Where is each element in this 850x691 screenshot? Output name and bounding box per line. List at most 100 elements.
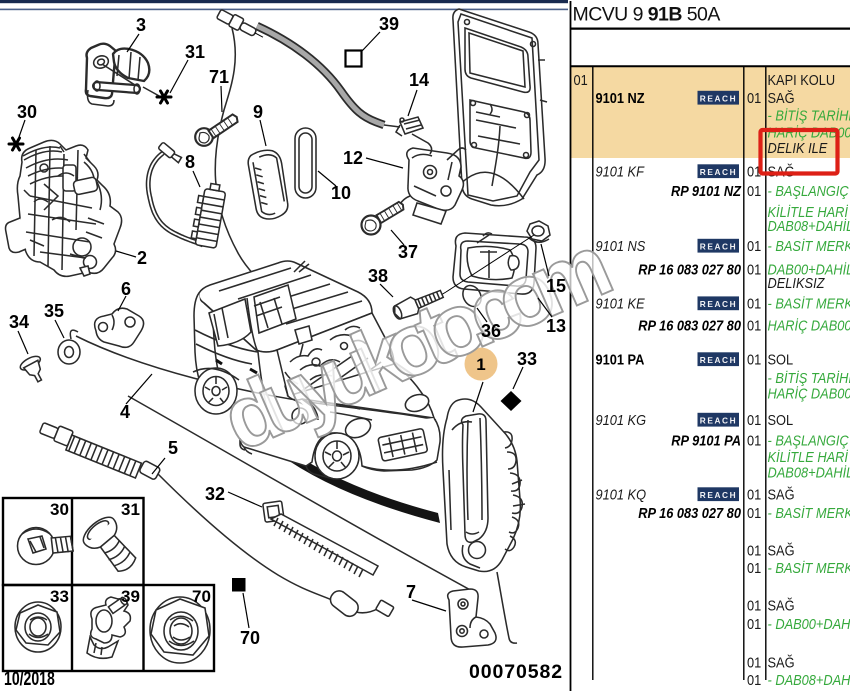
svg-text:SAĞ: SAĞ [768, 163, 795, 180]
svg-text:34: 34 [9, 312, 29, 332]
svg-text:REACH: REACH [700, 167, 738, 177]
svg-text:15: 15 [546, 276, 566, 296]
svg-text:DELIKSIZ: DELIKSIZ [768, 274, 825, 291]
svg-text:REACH: REACH [700, 241, 738, 251]
svg-text:9101 KQ: 9101 KQ [596, 486, 647, 503]
svg-text:4: 4 [120, 402, 130, 422]
svg-text:SAĞ: SAĞ [768, 654, 795, 671]
svg-text:01: 01 [747, 351, 761, 368]
svg-text:01: 01 [747, 411, 761, 428]
svg-text:39: 39 [121, 587, 140, 606]
svg-text:00070582: 00070582 [469, 661, 563, 683]
svg-text:9101 KG: 9101 KG [596, 411, 647, 428]
svg-text:SOL: SOL [768, 411, 794, 428]
svg-text:2: 2 [137, 248, 147, 268]
svg-text:RP 9101 PA: RP 9101 PA [671, 432, 741, 449]
svg-text:REACH: REACH [700, 93, 738, 103]
svg-text:01: 01 [747, 504, 761, 521]
svg-text:- BASİT MERK: - BASİT MERK [768, 237, 850, 254]
svg-text:01: 01 [747, 654, 761, 671]
svg-text:KİLİTLE HARİ: KİLİTLE HARİ [768, 448, 849, 465]
svg-text:6: 6 [121, 279, 131, 299]
svg-text:01: 01 [747, 486, 761, 503]
svg-text:38: 38 [368, 266, 388, 286]
svg-text:31: 31 [185, 42, 205, 62]
svg-text:RP 16 083 027 80: RP 16 083 027 80 [638, 317, 741, 334]
svg-text:REACH: REACH [700, 415, 738, 425]
svg-text:RP 16 083 027 80: RP 16 083 027 80 [638, 261, 741, 278]
svg-text:37: 37 [398, 242, 418, 262]
svg-text:33: 33 [50, 587, 69, 606]
svg-text:3: 3 [136, 15, 146, 35]
svg-text:SAĞ: SAĞ [768, 486, 795, 503]
svg-text:- DAB08+DAHİL: - DAB08+DAHİL [768, 671, 850, 688]
svg-text:35: 35 [44, 301, 64, 321]
svg-text:01: 01 [747, 182, 761, 199]
svg-text:SOL: SOL [768, 351, 794, 368]
svg-text:39: 39 [379, 14, 399, 34]
svg-text:- BAŞLANGIÇ: - BAŞLANGIÇ [768, 432, 850, 449]
svg-text:01: 01 [747, 89, 761, 106]
svg-text:- BASİT MERK: - BASİT MERK [768, 504, 850, 521]
svg-text:9101 KE: 9101 KE [596, 295, 646, 312]
svg-text:01: 01 [747, 597, 761, 614]
svg-text:SAĞ: SAĞ [768, 542, 795, 559]
svg-text:01: 01 [747, 542, 761, 559]
svg-text:- DAB00+DAHİL: - DAB00+DAHİL [768, 615, 850, 632]
svg-text:KİLİTLE HARİ: KİLİTLE HARİ [768, 203, 849, 220]
svg-text:01: 01 [747, 163, 761, 180]
svg-text:70: 70 [240, 628, 260, 648]
svg-text:10: 10 [331, 183, 351, 203]
svg-text:1: 1 [476, 355, 485, 374]
svg-text:01: 01 [574, 71, 588, 88]
svg-text:DELIK ILE: DELIK ILE [768, 139, 828, 156]
svg-text:KAPI KOLU: KAPI KOLU [768, 71, 836, 88]
svg-text:HARİÇ DAB00: HARİÇ DAB00 [768, 317, 850, 334]
svg-text:RP 16 083 027 80: RP 16 083 027 80 [638, 504, 741, 521]
svg-text:36: 36 [481, 321, 501, 341]
svg-text:01: 01 [747, 615, 761, 632]
svg-text:01: 01 [747, 261, 761, 278]
svg-text:7: 7 [406, 582, 416, 602]
svg-text:01: 01 [747, 295, 761, 312]
svg-text:32: 32 [205, 484, 225, 504]
svg-text:DAB00+DAHİL: DAB00+DAHİL [768, 261, 850, 278]
svg-text:14: 14 [409, 70, 429, 90]
svg-text:- BİTİŞ TARİHİ: - BİTİŞ TARİHİ [768, 369, 850, 386]
svg-text:70: 70 [192, 587, 211, 606]
svg-text:01: 01 [747, 237, 761, 254]
svg-text:01: 01 [747, 317, 761, 334]
svg-text:HARİÇ DAB00: HARİÇ DAB00 [768, 385, 850, 402]
svg-text:RP 9101 NZ: RP 9101 NZ [671, 182, 741, 199]
svg-text:SAĞ: SAĞ [768, 597, 795, 614]
svg-text:71: 71 [209, 67, 229, 87]
svg-text:30: 30 [17, 102, 37, 122]
svg-text:- BAŞLANGIÇ: - BAŞLANGIÇ [768, 182, 850, 199]
svg-text:HARİÇ DAB00: HARİÇ DAB00 [768, 124, 850, 141]
svg-text:5: 5 [168, 438, 178, 458]
svg-text:30: 30 [50, 500, 69, 519]
svg-text:9101 NS: 9101 NS [596, 237, 646, 254]
svg-text:9101 KF: 9101 KF [596, 163, 646, 180]
svg-text:10/2018: 10/2018 [4, 668, 55, 690]
svg-text:DAB08+DAHİL: DAB08+DAHİL [768, 464, 850, 481]
svg-text:REACH: REACH [700, 490, 738, 500]
svg-text:MCVU 9 91B 50A: MCVU 9 91B 50A [573, 4, 721, 26]
svg-text:13: 13 [546, 316, 566, 336]
svg-text:33: 33 [517, 349, 537, 369]
svg-text:01: 01 [747, 559, 761, 576]
svg-text:8: 8 [185, 152, 195, 172]
svg-text:9101 PA: 9101 PA [596, 351, 645, 368]
svg-text:12: 12 [343, 148, 363, 168]
svg-text:DAB08+DAHİL: DAB08+DAHİL [768, 217, 850, 234]
svg-text:REACH: REACH [700, 355, 738, 365]
svg-text:9: 9 [253, 102, 263, 122]
svg-text:- BİTİŞ TARİHİ: - BİTİŞ TARİHİ [768, 107, 850, 124]
svg-text:REACH: REACH [700, 299, 738, 309]
svg-text:- BASİT MERK: - BASİT MERK [768, 559, 850, 576]
svg-text:01: 01 [747, 671, 761, 688]
svg-text:- BASİT MERK: - BASİT MERK [768, 295, 850, 312]
svg-text:31: 31 [121, 500, 140, 519]
svg-text:SAĞ: SAĞ [768, 89, 795, 106]
svg-text:9101 NZ: 9101 NZ [596, 89, 646, 106]
